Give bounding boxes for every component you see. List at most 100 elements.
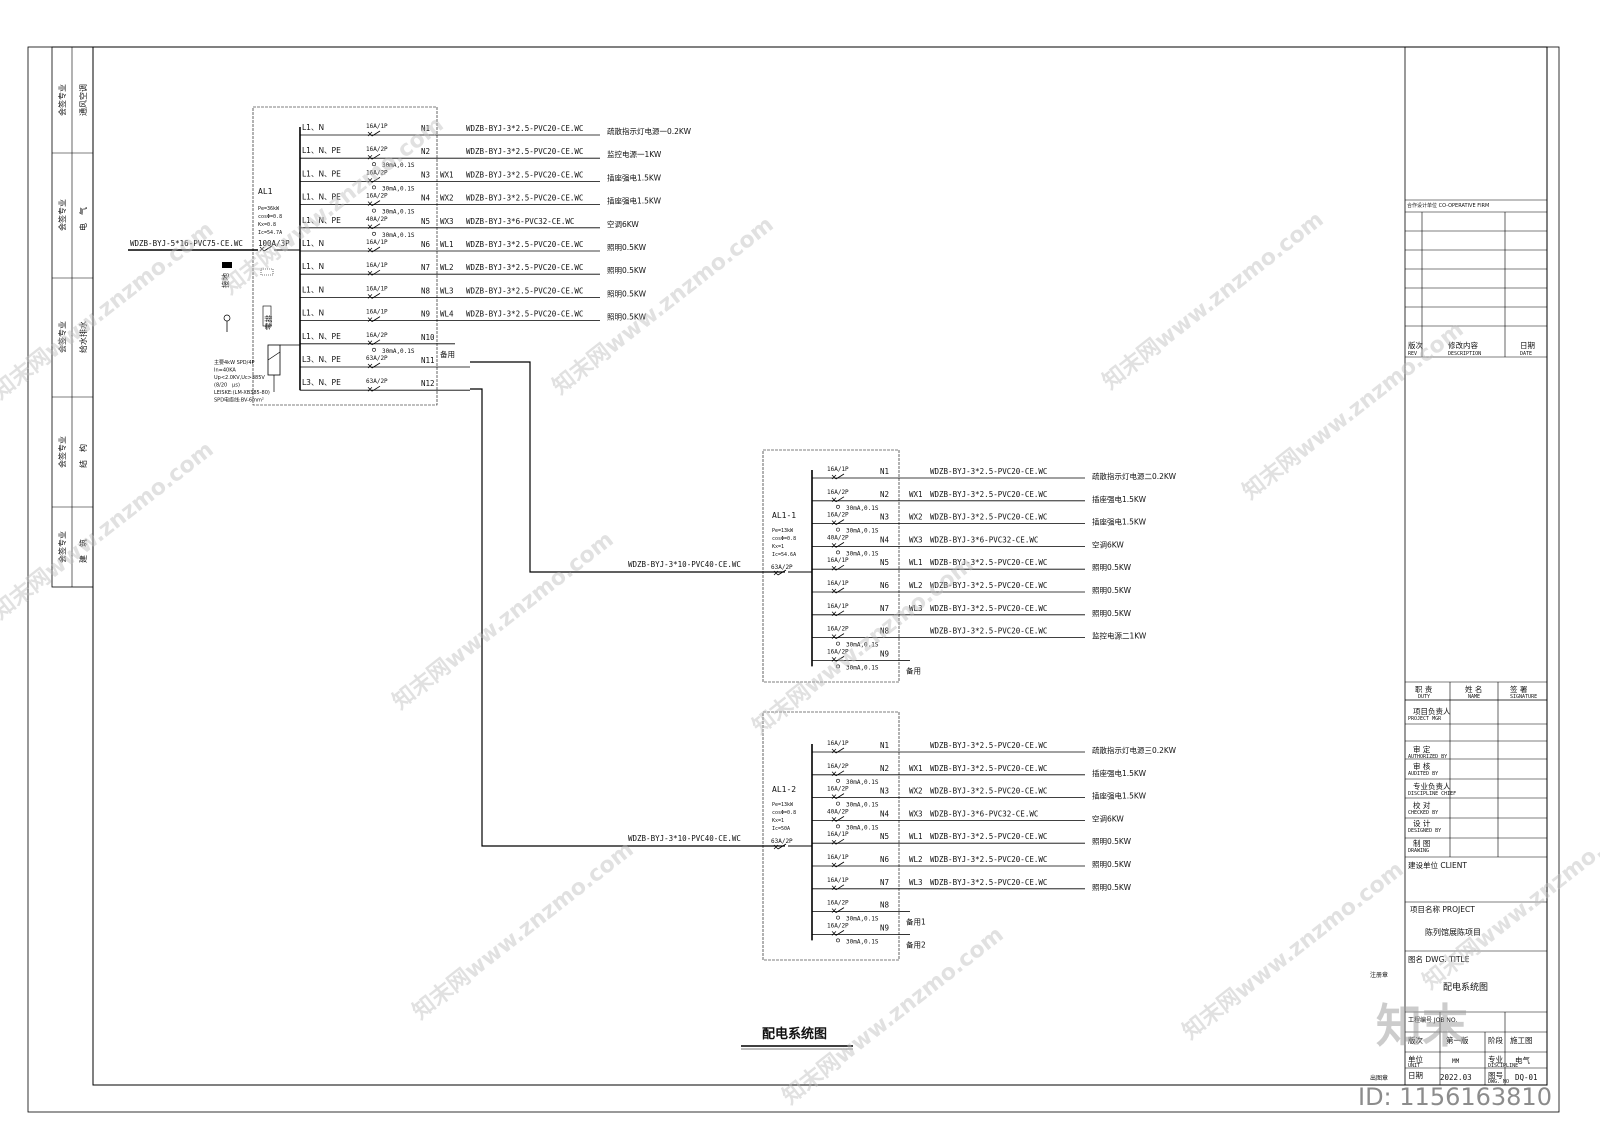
circuit-number: N3 [880, 787, 889, 796]
circuit-number: N6 [880, 855, 890, 864]
project-label: 项目名称 PROJECT [1410, 904, 1475, 914]
breaker-blade [835, 473, 845, 480]
breaker-blade [835, 633, 845, 639]
circuit-number: N2 [880, 490, 889, 499]
panel-param: cosΦ=0.8 [772, 810, 796, 816]
circuit-cable: WDZB-BYJ-3*6-PVC32-CE.WC [930, 535, 1038, 544]
circuit-number: N10 [421, 333, 435, 342]
circuit-breaker-rating: 16A/1P [827, 740, 849, 747]
circuit-breaker-rating: 16A/2P [827, 763, 849, 770]
watermark-logo: 知末 [1376, 999, 1468, 1053]
breaker-blade [371, 200, 381, 206]
breaker-cross [831, 748, 837, 754]
breaker-blade [777, 569, 787, 576]
circuit-phase: L1、N [302, 285, 324, 294]
breaker-cross [831, 657, 837, 662]
circuit-rcd-rating: 30mA,0.1S [846, 802, 879, 809]
discipline-label-en: DISCIPLINE [1488, 1063, 1518, 1069]
circuit-breaker-rating: 16A/2P [827, 489, 849, 496]
role-name-en: DRAWING [1408, 848, 1429, 854]
watermark-text: 知末网www.znzmo.com [0, 436, 219, 624]
breaker-symbol [831, 587, 845, 594]
signoff-discipline-label: 会签专业 [57, 84, 67, 116]
breaker-cross [367, 178, 373, 183]
circuit-code: WX2 [440, 194, 454, 203]
watermark-text: 知末网www.znzmo.com [1098, 206, 1329, 394]
circuit-breaker-rating: 16A/1P [827, 877, 849, 884]
spd-diagonal [267, 351, 281, 361]
circuit-phase: L3、N、PE [302, 378, 341, 387]
circuit-cable: WDZB-BYJ-3*2.5-PVC20-CE.WC [930, 764, 1047, 773]
circuit-cable: WDZB-BYJ-3*2.5-PVC20-CE.WC [930, 604, 1047, 613]
circuit-number: N1 [880, 741, 889, 750]
neutral-bar-label: 零排 [263, 315, 273, 330]
circuit-load: 备用1 [906, 917, 926, 927]
breaker-cross [831, 908, 837, 913]
breaker-blade [835, 656, 845, 662]
breaker-symbol [831, 838, 845, 845]
dwg-no-label: 图号 [1488, 1071, 1503, 1080]
circuit-cable: WDZB-BYJ-3*2.5-PVC20-CE.WC [930, 558, 1047, 567]
circuit-number: N5 [880, 832, 889, 841]
circuit-cable: WDZB-BYJ-3*2.5-PVC20-CE.WC [930, 878, 1047, 887]
breaker-blade [835, 496, 845, 503]
breaker-blade [371, 246, 381, 253]
feeder-cable-label: WDZB-BYJ-3*10-PVC40-CE.WC [628, 834, 741, 843]
circuit-number: N7 [880, 878, 889, 887]
breaker-symbol [367, 293, 381, 299]
breaker-blade [371, 269, 381, 276]
breaker-cross [367, 363, 373, 369]
feeder-cable [470, 388, 785, 847]
circuit-code: WX3 [909, 809, 923, 818]
circuit-number: N4 [880, 535, 890, 544]
circuit-breaker-rating: 63A/2P [366, 378, 388, 385]
circuit-cable: WDZB-BYJ-3*2.5-PVC20-CE.WC [930, 855, 1047, 864]
circuit-cable: WDZB-BYJ-3*2.5-PVC20-CE.WC [930, 490, 1047, 499]
signoff-discipline-label: 会签专业 [57, 436, 67, 468]
circuit-code: WX3 [909, 535, 923, 544]
signoff-cell: 会签专业通风空调 [57, 84, 88, 116]
breaker-blade [835, 564, 845, 571]
breaker-cross [773, 570, 779, 576]
drawing-title: 配电系统图 [762, 1026, 827, 1042]
panel-param: Pe=36kW [258, 206, 280, 212]
circuit-breaker-rating: 16A/1P [827, 854, 849, 861]
rcd-loop [836, 504, 840, 509]
circuit-breaker-rating: 16A/2P [827, 922, 849, 929]
rcd-loop [836, 550, 840, 555]
breaker-blade [835, 793, 845, 799]
signoff-discipline-label: 会签专业 [57, 531, 67, 563]
role-name: 审 定 [1413, 744, 1431, 754]
panel-param: cosΦ=0.8 [258, 214, 282, 220]
circuit-rcd-rating: 30mA,0.1S [846, 938, 879, 945]
breaker-cross [831, 817, 837, 822]
circuit-number: N3 [880, 513, 889, 522]
breaker-symbol [831, 473, 845, 480]
duty-header-en: DUTY [1418, 694, 1430, 700]
circuit-breaker-rating: 16A/2P [827, 648, 849, 655]
circuit-number: N2 [880, 764, 889, 773]
circuit-number: N5 [880, 558, 889, 567]
circuit-phase: L1、N [302, 123, 324, 132]
rcd-loop [372, 231, 376, 236]
breaker-cross [367, 131, 373, 137]
unit-label: 单位 [1408, 1054, 1424, 1064]
breaker-blade [835, 587, 845, 594]
circuit-cable: WDZB-BYJ-3*2.5-PVC20-CE.WC [466, 170, 583, 179]
circuit-rcd-rating: 30mA,0.1S [846, 642, 879, 649]
breaker-symbol [259, 245, 273, 252]
rcd-symbol [372, 185, 376, 190]
circuit-number: N8 [880, 901, 890, 910]
circuit-breaker-rating: 16A/1P [366, 309, 388, 316]
circuit-phase: L3、N、PE [302, 355, 341, 364]
circuit-cable: WDZB-BYJ-3*2.5-PVC20-CE.WC [466, 124, 583, 133]
circuit-load: 照明0.5KW [1092, 860, 1132, 869]
dwg-title-label: 图名 DWG. TITLE [1408, 954, 1470, 964]
